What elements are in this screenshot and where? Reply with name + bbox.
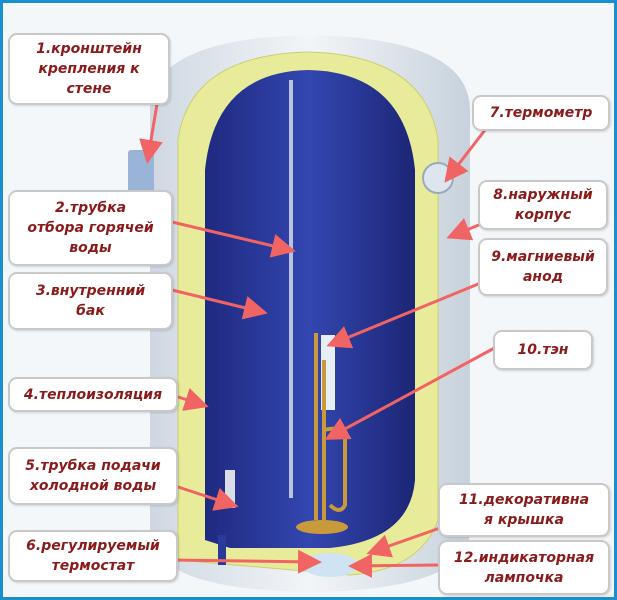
label-outer-body: 8.наружный корпус bbox=[478, 180, 608, 230]
outlet-pipe bbox=[218, 535, 226, 565]
arrow-3 bbox=[171, 288, 268, 320]
label-cold-water-pipe: 5.трубка подачи холодной воды bbox=[8, 447, 178, 505]
label-hot-water-pipe: 2.трубка отбора горячей воды bbox=[8, 190, 173, 266]
arrow-6 bbox=[171, 549, 322, 574]
label-indicator-lamp: 12.индикаторная лампочка bbox=[438, 540, 610, 595]
label-thermometer: 7.термометр bbox=[472, 95, 610, 131]
label-heating-element: 10.тэн bbox=[493, 330, 593, 370]
arrow-5 bbox=[171, 483, 239, 511]
inner-tank bbox=[205, 70, 415, 548]
label-thermostat: 6.регулируемый термостат bbox=[8, 530, 178, 582]
label-decorative-cover: 11.декоративна я крышка bbox=[438, 483, 610, 537]
arrow-10 bbox=[324, 343, 501, 440]
label-inner-tank: 3.внутренний бак bbox=[8, 272, 173, 330]
arrows bbox=[139, 85, 501, 578]
arrow-11 bbox=[366, 526, 441, 558]
arrow-12 bbox=[348, 553, 441, 578]
arrow-9 bbox=[326, 278, 489, 349]
label-wall-bracket: 1.кронштейн крепления к стене bbox=[8, 33, 170, 105]
label-insulation: 4.теплоизоляция bbox=[8, 377, 178, 412]
heater-flange bbox=[296, 520, 348, 534]
arrow-2 bbox=[171, 220, 296, 258]
thermostat bbox=[302, 553, 358, 577]
arrow-7 bbox=[444, 129, 487, 183]
label-magnesium-anode: 9.магниевый анод bbox=[478, 238, 608, 296]
